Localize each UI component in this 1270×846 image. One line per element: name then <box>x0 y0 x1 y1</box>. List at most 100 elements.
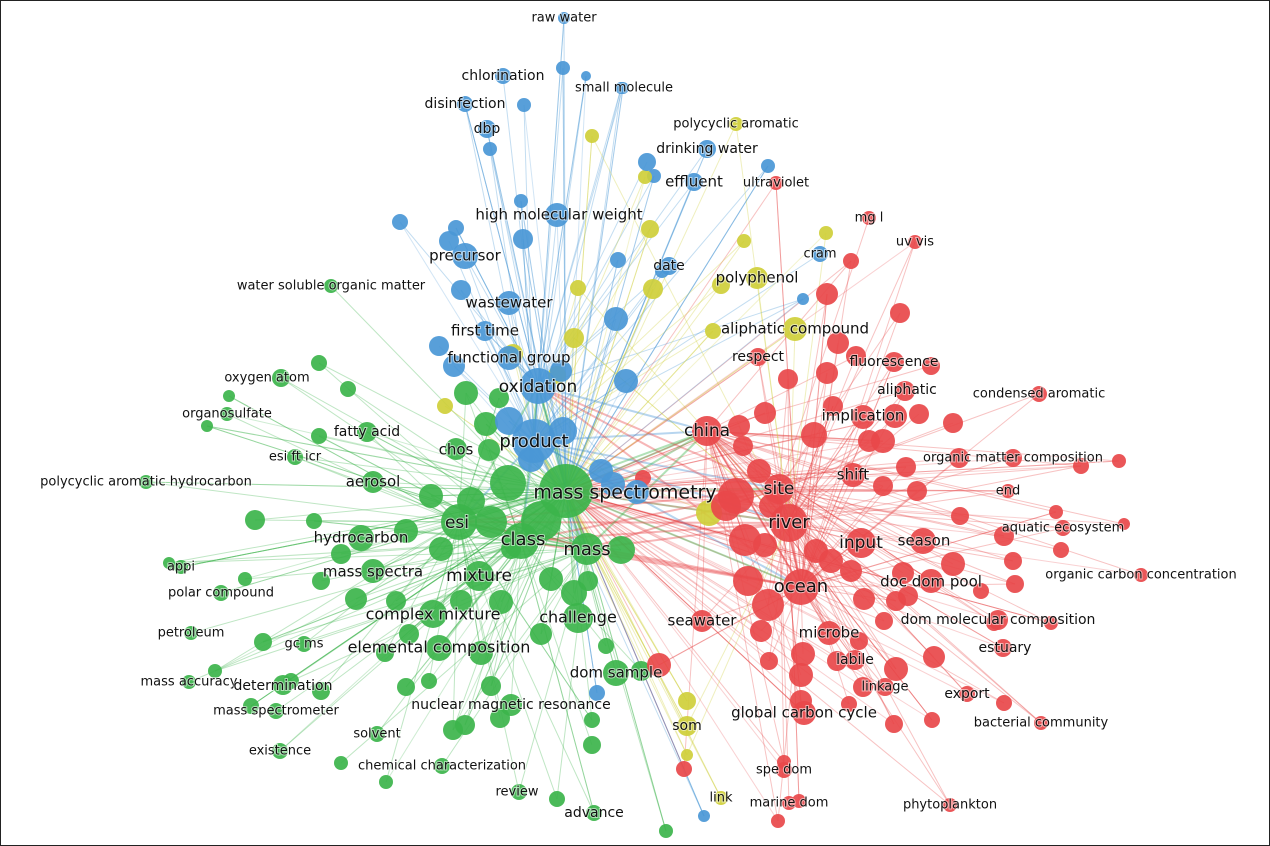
node-unlabeled[interactable] <box>564 328 584 348</box>
node-unlabeled[interactable] <box>478 439 500 461</box>
node-aquatic-ecosystem[interactable] <box>1055 520 1071 536</box>
node-unlabeled[interactable] <box>846 346 866 366</box>
node-unlabeled[interactable] <box>392 214 408 230</box>
node-mass-spectrometer[interactable] <box>268 703 284 719</box>
node-unlabeled[interactable] <box>760 652 778 670</box>
node-unlabeled[interactable] <box>1049 505 1063 519</box>
node-unlabeled[interactable] <box>469 641 493 665</box>
node-unlabeled[interactable] <box>712 276 730 294</box>
node-implication[interactable] <box>851 405 875 429</box>
node-high-molecular-weight[interactable] <box>545 203 569 227</box>
node-unlabeled[interactable] <box>443 355 465 377</box>
node-unlabeled[interactable] <box>454 381 478 405</box>
node-complex-mixture[interactable] <box>419 600 447 628</box>
node-ultraviolet[interactable] <box>769 176 783 190</box>
node-river[interactable] <box>770 504 808 542</box>
node-esi-ft-icr[interactable] <box>287 449 303 465</box>
node-unlabeled[interactable] <box>924 712 940 728</box>
node-organosulfate[interactable] <box>220 407 234 421</box>
node-unlabeled[interactable] <box>334 756 348 770</box>
node-unlabeled[interactable] <box>890 303 910 323</box>
node-unlabeled[interactable] <box>311 428 327 444</box>
node-unlabeled[interactable] <box>311 355 327 371</box>
node-unlabeled[interactable] <box>678 692 696 710</box>
node-elemental-composition[interactable] <box>426 635 452 661</box>
node-unlabeled[interactable] <box>483 142 497 156</box>
node-condensed-aromatic[interactable] <box>1031 386 1047 402</box>
node-hydrocarbon[interactable] <box>348 525 374 551</box>
node-unlabeled[interactable] <box>816 283 838 305</box>
node-polycyclic-aromatic[interactable] <box>729 117 743 131</box>
node-unlabeled[interactable] <box>601 472 625 496</box>
node-unlabeled[interactable] <box>951 507 969 525</box>
node-unlabeled[interactable] <box>797 293 809 305</box>
node-unlabeled[interactable] <box>681 749 693 761</box>
node-labile[interactable] <box>845 650 865 670</box>
node-unlabeled[interactable] <box>475 506 507 538</box>
node-unlabeled[interactable] <box>631 661 651 681</box>
node-unlabeled[interactable] <box>850 632 868 650</box>
node-aliphatic-compound[interactable] <box>783 317 807 341</box>
node-unlabeled[interactable] <box>598 638 614 654</box>
node-spe-dom[interactable] <box>776 762 792 778</box>
node-unlabeled[interactable] <box>804 539 828 563</box>
node-unlabeled[interactable] <box>163 557 175 569</box>
node-unlabeled[interactable] <box>752 589 784 621</box>
node-unlabeled[interactable] <box>996 695 1012 711</box>
node-unlabeled[interactable] <box>312 682 330 700</box>
node-unlabeled[interactable] <box>399 624 419 644</box>
node-unlabeled[interactable] <box>1112 454 1126 468</box>
node-gc-ms[interactable] <box>296 636 312 652</box>
node-export[interactable] <box>959 686 975 702</box>
node-unlabeled[interactable] <box>489 590 513 614</box>
node-unlabeled[interactable] <box>873 476 893 496</box>
node-dbp[interactable] <box>478 120 496 138</box>
node-unlabeled[interactable] <box>1004 552 1022 570</box>
node-unlabeled[interactable] <box>201 420 213 432</box>
node-first-time[interactable] <box>475 321 495 341</box>
node-unlabeled[interactable] <box>827 651 847 671</box>
node-unlabeled[interactable] <box>495 407 523 435</box>
node-unlabeled[interactable] <box>331 544 351 564</box>
node-shift[interactable] <box>841 463 865 487</box>
node-unlabeled[interactable] <box>1118 518 1130 530</box>
node-water-soluble-organic-matter[interactable] <box>324 279 338 293</box>
node-unlabeled[interactable] <box>419 484 443 508</box>
node-unlabeled[interactable] <box>429 537 453 561</box>
node-unlabeled[interactable] <box>659 824 673 838</box>
node-date[interactable] <box>660 257 678 275</box>
node-organic-matter-composition[interactable] <box>1004 449 1022 467</box>
node-unlabeled[interactable] <box>949 448 969 468</box>
node-unlabeled[interactable] <box>840 560 862 582</box>
node-unlabeled[interactable] <box>1006 575 1024 593</box>
node-unlabeled[interactable] <box>853 588 875 610</box>
node-unlabeled[interactable] <box>973 583 989 599</box>
node-unlabeled[interactable] <box>883 404 907 428</box>
node-effluent[interactable] <box>685 173 703 191</box>
node-bacterial-community[interactable] <box>1034 716 1048 730</box>
node-unlabeled[interactable] <box>875 612 893 630</box>
node-unlabeled[interactable] <box>778 369 798 389</box>
node-challenge[interactable] <box>563 603 593 633</box>
node-unlabeled[interactable] <box>376 644 394 662</box>
node-unlabeled[interactable] <box>1044 616 1058 630</box>
node-unlabeled[interactable] <box>345 588 367 610</box>
node-unlabeled[interactable] <box>871 429 895 453</box>
node-unlabeled[interactable] <box>698 810 710 822</box>
node-unlabeled[interactable] <box>994 526 1014 546</box>
node-unlabeled[interactable] <box>733 566 763 596</box>
node-oxidation[interactable] <box>520 368 556 404</box>
node-drinking-water[interactable] <box>698 140 716 158</box>
node-unlabeled[interactable] <box>513 229 533 249</box>
node-unlabeled[interactable] <box>705 323 721 339</box>
node-fluorescence[interactable] <box>884 352 904 372</box>
node-unlabeled[interactable] <box>474 412 498 436</box>
node-unlabeled[interactable] <box>791 642 815 666</box>
node-aerosol[interactable] <box>362 471 384 493</box>
node-unlabeled[interactable] <box>421 673 437 689</box>
node-dom-sample[interactable] <box>603 660 629 686</box>
node-wastewater[interactable] <box>497 291 521 315</box>
node-unlabeled[interactable] <box>530 623 552 645</box>
node-unlabeled[interactable] <box>943 413 963 433</box>
node-unlabeled[interactable] <box>1053 542 1069 558</box>
